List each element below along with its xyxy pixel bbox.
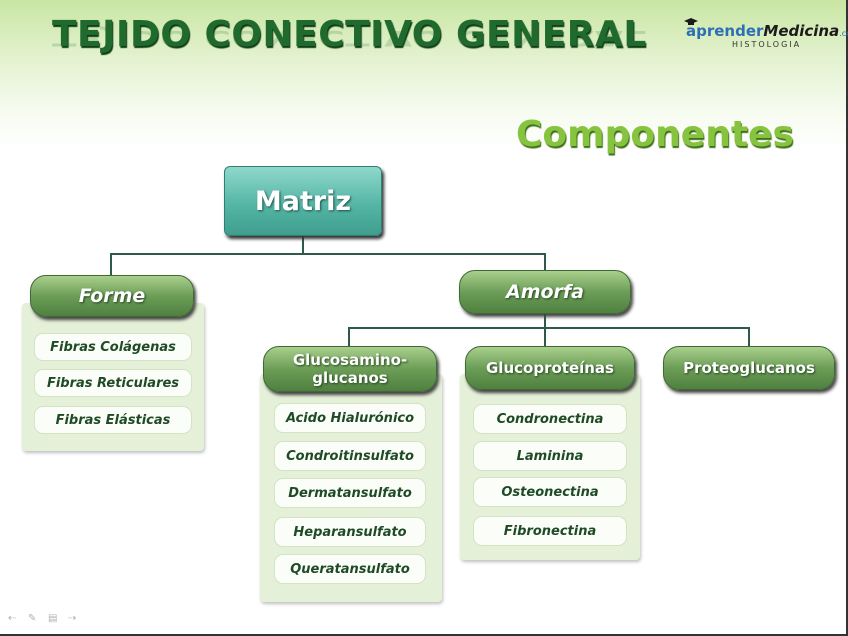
slideshow-toolbar: ⇠ ✎ ▤ ⇢ (8, 614, 82, 624)
glycoprotein-item: Condronectina (473, 404, 627, 434)
next-slide-icon[interactable]: ⇢ (68, 613, 77, 624)
logo-part-medicina: Medicina (763, 22, 840, 40)
logo-domain: .com (839, 29, 848, 38)
forme-item: Fibras Reticulares (34, 369, 192, 397)
aprender-medicina-logo: aprenderMedicina.com HISTOLOGIA (684, 18, 848, 58)
gag-item: Heparansulfato (274, 517, 426, 547)
gag-item: Dermatansulfato (274, 478, 426, 508)
gag-item: Acido Hialurónico (274, 403, 426, 433)
previous-slide-icon[interactable]: ⇠ (8, 613, 17, 624)
matriz-root-node: Matriz (224, 166, 382, 236)
connector-to-gag (348, 327, 350, 347)
pen-icon[interactable]: ✎ (28, 613, 37, 624)
logo-wordmark: aprenderMedicina.com (686, 22, 848, 40)
connector-root-down (302, 236, 304, 254)
connector-level2-bar (348, 327, 750, 329)
connector-to-glycoproteins (544, 327, 546, 347)
glycoprotein-item: Fibronectina (473, 516, 627, 546)
connector-level1-bar (110, 253, 546, 255)
logo-part-aprender: aprender (686, 22, 764, 40)
connector-to-proteoglycans (748, 327, 750, 347)
gag-label-line1: Glucosamino- (292, 351, 408, 369)
graduation-cap-icon (684, 18, 698, 25)
amorfa-node: Amorfa (459, 270, 631, 314)
gag-item: Condroitinsulfato (274, 441, 426, 471)
forme-item: Fibras Colágenas (34, 333, 192, 361)
slide-menu-icon[interactable]: ▤ (48, 613, 58, 624)
glycoprotein-item: Laminina (473, 441, 627, 471)
section-heading: Componentes (516, 114, 794, 155)
title-reflection: TEJIDO CONECTIVO GENERAL (52, 25, 647, 50)
gag-item: Queratansulfato (274, 554, 426, 584)
glucoproteinas-node: Glucoproteínas (465, 346, 635, 390)
page-title: TEJIDO CONECTIVO GENERAL (52, 14, 647, 55)
gag-label-line2: glucanos (312, 369, 388, 387)
forme-node: Forme (30, 275, 194, 317)
glycoprotein-item: Osteonectina (473, 477, 627, 507)
connector-to-forme (110, 253, 112, 275)
connector-to-amorfa (544, 253, 546, 270)
connector-amorfa-down (544, 313, 546, 328)
glucosaminoglucanos-node: Glucosamino- glucanos (263, 346, 437, 392)
logo-subtitle: HISTOLOGIA (732, 40, 802, 49)
forme-item: Fibras Elásticas (34, 406, 192, 434)
proteoglucanos-node: Proteoglucanos (663, 346, 835, 390)
